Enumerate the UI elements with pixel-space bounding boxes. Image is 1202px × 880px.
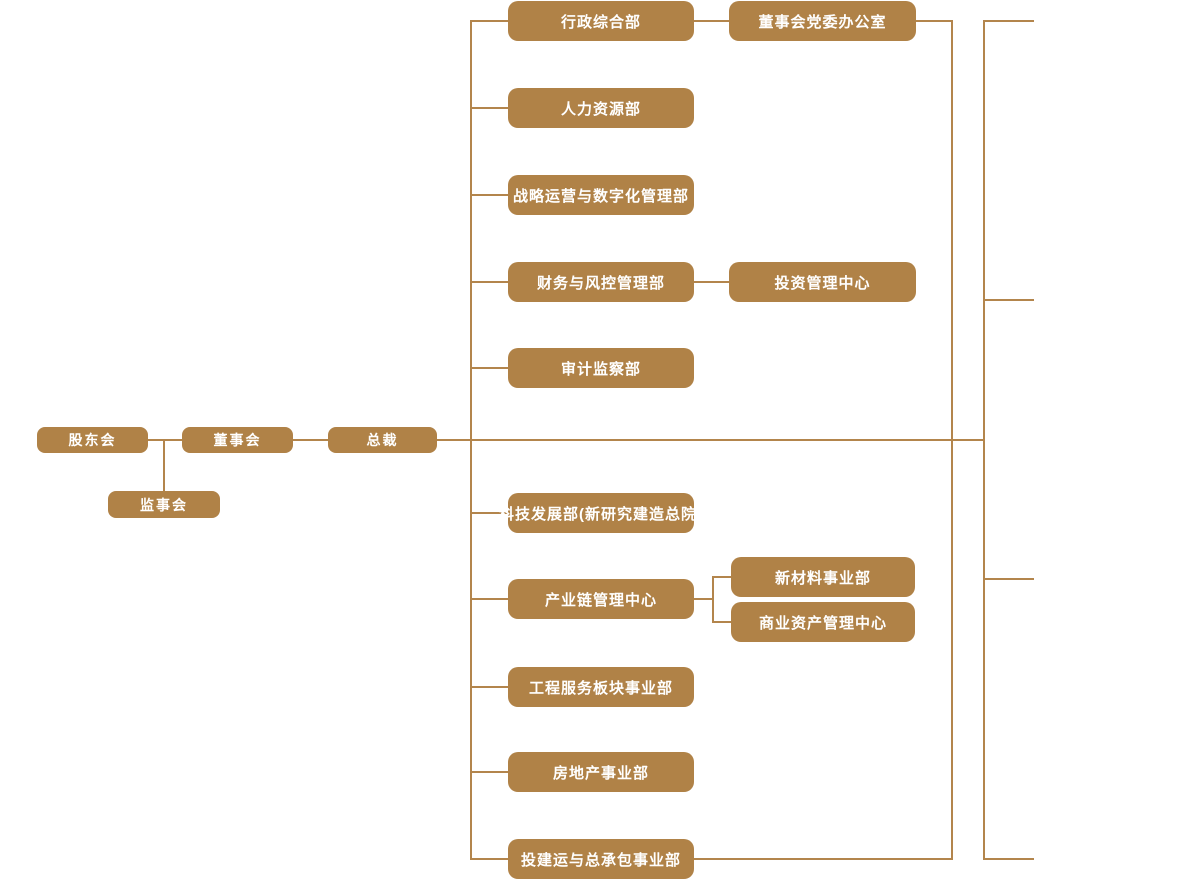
org-node-party-office: 董事会党委办公室	[729, 1, 916, 41]
org-node-commercial-assets: 商业资产管理中心	[731, 602, 915, 642]
branch-dept-6	[470, 598, 508, 600]
org-node-investment-center: 投资管理中心	[729, 262, 916, 302]
branch-dept-5	[470, 512, 508, 514]
org-node-dept-hr: 人力资源部	[508, 88, 694, 128]
org-node-supervisory: 监事会	[108, 491, 220, 518]
branch-commercial-assets	[712, 621, 731, 623]
stub-connector-3	[983, 578, 1034, 580]
org-node-dept-admin: 行政综合部	[508, 1, 694, 41]
stub-connector-1	[983, 20, 1034, 22]
connector-supervisory-drop	[163, 439, 165, 491]
org-node-dept-finance: 财务与风控管理部	[508, 262, 694, 302]
connector-president-main	[437, 439, 984, 441]
org-node-dept-realestate: 房地产事业部	[508, 752, 694, 792]
org-node-dept-tech: 科技发展部(新研究建造总院)	[499, 493, 702, 533]
connector-finance-investment	[694, 281, 729, 283]
org-node-board: 董事会	[182, 427, 293, 453]
branch-dept-4	[470, 367, 508, 369]
connector-epc-trunkB	[694, 858, 953, 860]
junction-industry-children	[712, 576, 714, 623]
branch-dept-1	[470, 107, 508, 109]
org-node-newmaterial: 新材料事业部	[731, 557, 915, 597]
stub-connector-4	[983, 858, 1034, 860]
trunk-right-outer	[983, 20, 985, 860]
org-node-shareholders: 股东会	[37, 427, 148, 453]
connector-admin-party-office	[694, 20, 729, 22]
branch-newmaterial	[712, 576, 731, 578]
connector-board-president	[293, 439, 328, 441]
org-node-dept-epc: 投建运与总承包事业部	[508, 839, 694, 879]
trunk-departments	[470, 20, 472, 860]
connector-party-office-trunkB	[916, 20, 953, 22]
branch-dept-3	[470, 281, 508, 283]
branch-dept-0	[470, 20, 508, 22]
branch-dept-7	[470, 686, 508, 688]
trunk-right-inner	[951, 20, 953, 860]
org-node-president: 总裁	[328, 427, 437, 453]
branch-dept-9	[470, 858, 508, 860]
branch-dept-2	[470, 194, 508, 196]
org-node-dept-audit: 审计监察部	[508, 348, 694, 388]
connector-shareholders-board	[148, 439, 182, 441]
connector-industry-junction	[694, 598, 713, 600]
org-node-dept-industry-chain: 产业链管理中心	[508, 579, 694, 619]
org-node-dept-engineering: 工程服务板块事业部	[508, 667, 694, 707]
org-node-dept-strategy: 战略运营与数字化管理部	[508, 175, 694, 215]
branch-dept-8	[470, 771, 508, 773]
stub-connector-2	[983, 299, 1034, 301]
